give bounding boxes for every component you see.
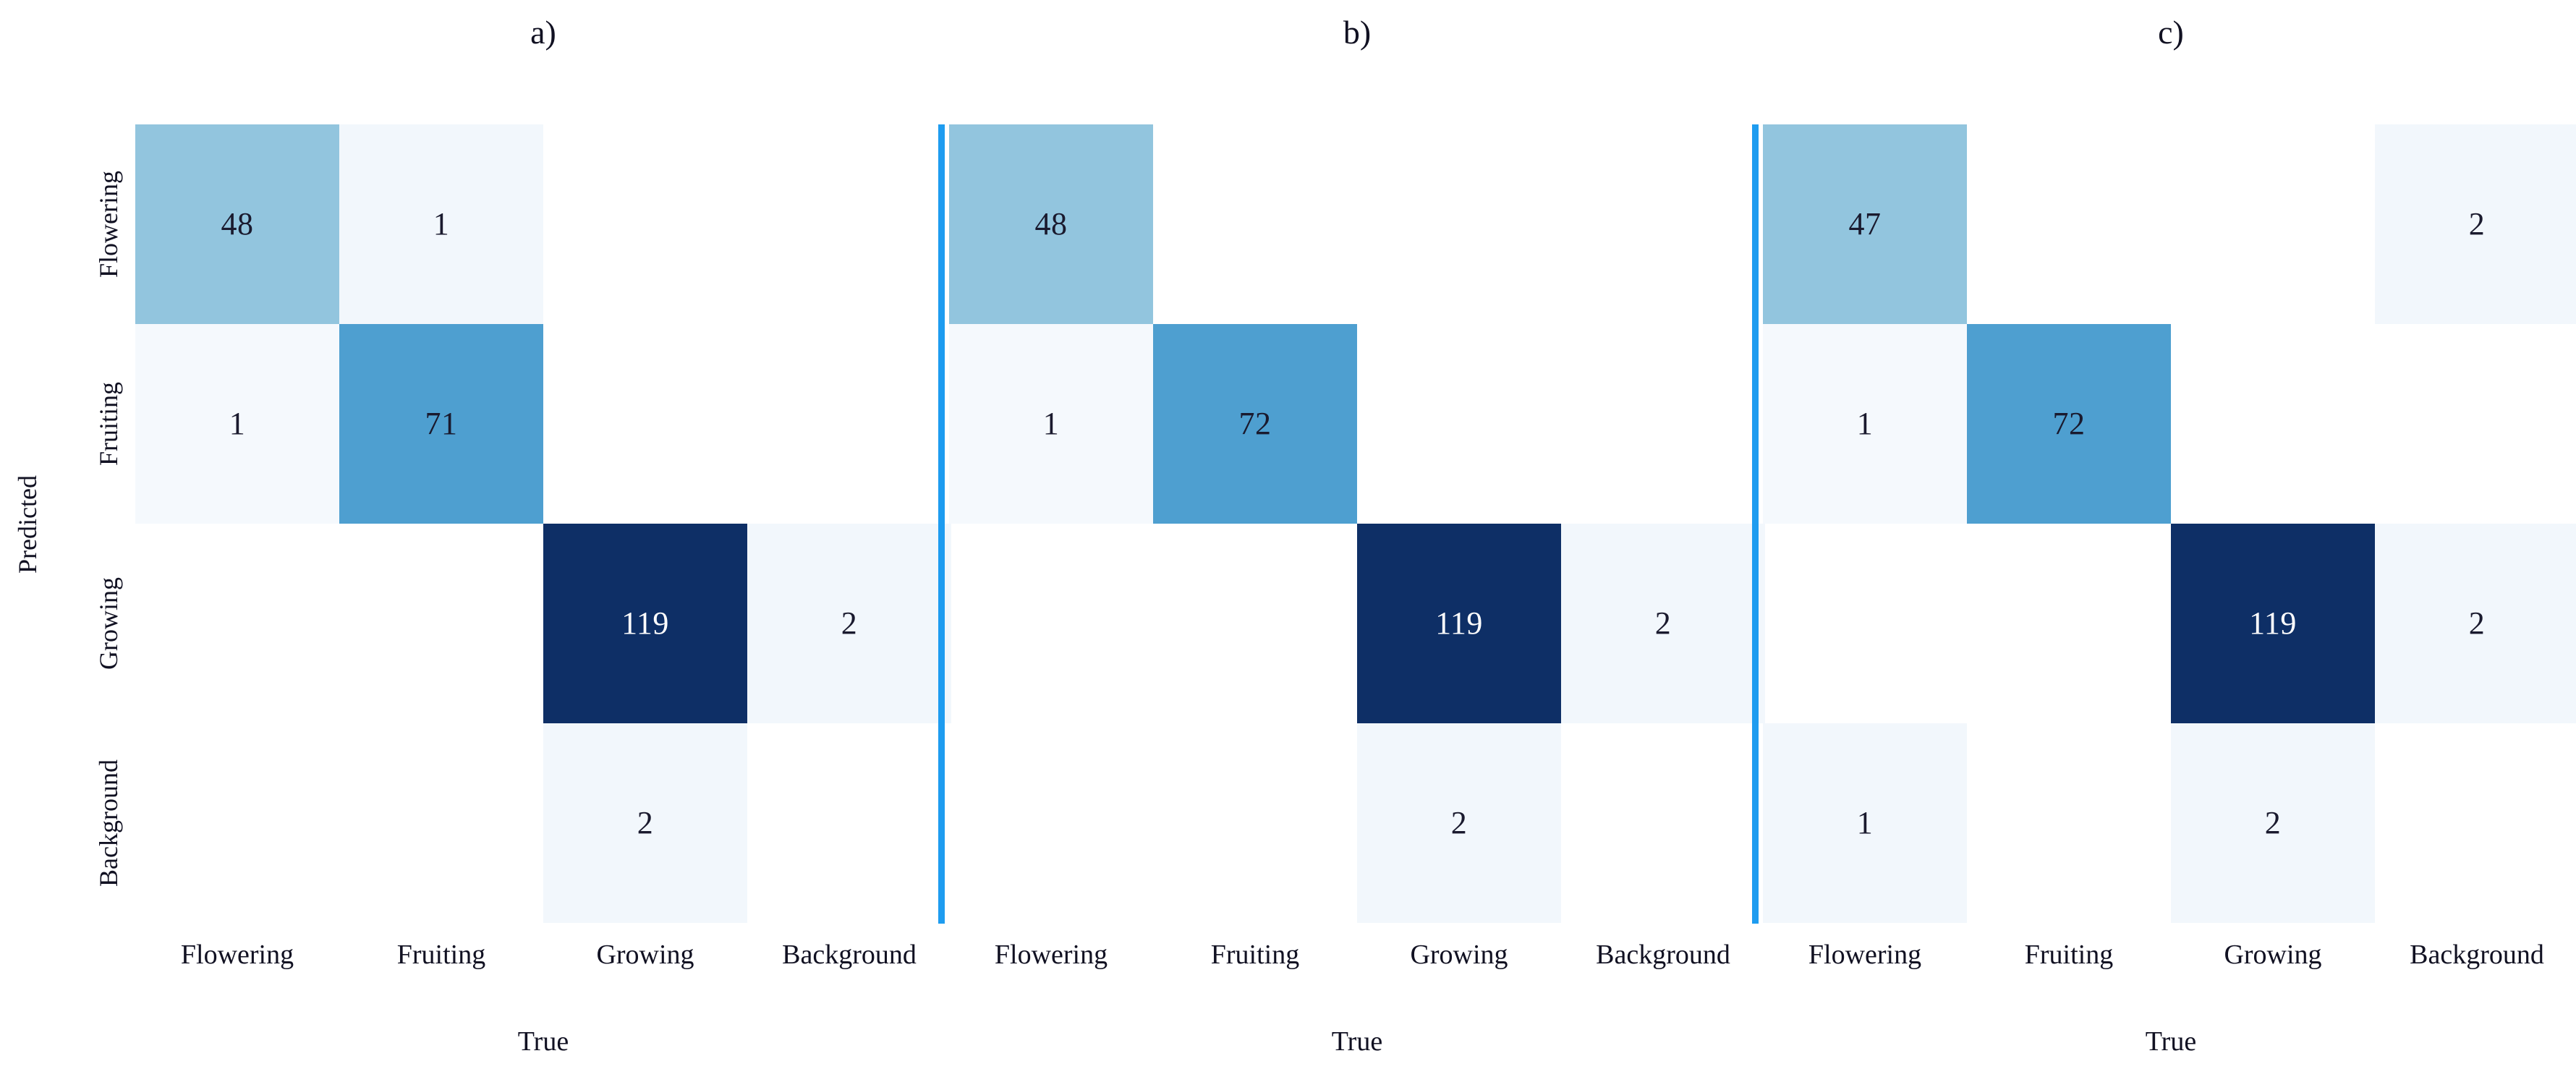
heatmap-cell-value: 2 [637,805,654,840]
heatmap-cell: 2 [543,723,747,923]
heatmap-cell-value: 71 [425,406,458,441]
x-axis-tick-b-background: Background [1596,940,1730,970]
panel-title-b: b) [1343,14,1372,51]
heatmap-cell-value: 1 [1856,805,1874,840]
x-axis-label-true-a: True [517,1026,569,1057]
heatmap-cell: 48 [135,124,339,324]
y-axis-label-predicted: Predicted [13,475,42,574]
x-axis-tick-a-background: Background [782,940,917,970]
panel-title-c: c) [2158,14,2184,51]
x-axis-tick-a-flowering: Flowering [180,940,294,970]
x-axis-tick-a-growing: Growing [596,940,694,970]
heatmap-cell: 1 [1763,324,1967,524]
heatmap-cell-value: 2 [1654,605,1672,641]
heatmap-cell: 48 [949,124,1153,324]
heatmap-cell: 2 [1357,723,1561,923]
heatmap-cell: 47 [1763,124,1967,324]
x-axis-tick-c-background: Background [2410,940,2544,970]
heatmap-cell: 1 [135,324,339,524]
heatmap-cell-value: 48 [221,206,254,242]
heatmap-cell-value: 2 [2468,206,2486,242]
x-axis-tick-c-growing: Growing [2224,940,2322,970]
heatmap-cell: 2 [2375,124,2576,324]
heatmap-cell-value: 2 [1450,805,1468,840]
heatmap-cell-value: 72 [1238,406,1272,441]
x-axis-tick-b-flowering: Flowering [994,940,1108,970]
x-axis-tick-a-fruiting: Fruiting [396,940,486,970]
heatmap-cell-value: 1 [1856,406,1874,441]
heatmap-cell: 71 [339,324,543,524]
heatmap-cell-value: 47 [1848,206,1882,242]
heatmap-cell: 2 [747,524,951,723]
heatmap-cell: 1 [1763,723,1967,923]
heatmap-cell: 1 [339,124,543,324]
y-axis-tick-flowering: Flowering [94,171,123,278]
panel-separator-1 [938,124,945,924]
x-axis-tick-b-fruiting: Fruiting [1210,940,1300,970]
heatmap-cell: 119 [1357,524,1561,723]
heatmap-cell: 2 [1561,524,1765,723]
heatmap-cell: 72 [1967,324,2171,524]
heatmap-cell-value: 72 [2052,406,2086,441]
heatmap-cell-value: 1 [229,406,246,441]
y-axis-tick-growing: Growing [94,577,123,670]
heatmap-cell: 119 [2171,524,2375,723]
x-axis-label-true-b: True [1331,1026,1383,1057]
heatmap-cell-value: 119 [2249,605,2297,641]
heatmap-cell: 72 [1153,324,1357,524]
heatmap-cell-value: 2 [2264,805,2282,840]
heatmap-cell-value: 1 [1042,406,1060,441]
heatmap-cell-value: 48 [1034,206,1068,242]
panel-separator-2 [1752,124,1759,924]
x-axis-tick-c-flowering: Flowering [1808,940,1922,970]
heatmap-cell: 119 [543,524,747,723]
x-axis-tick-b-growing: Growing [1410,940,1508,970]
heatmap-cell-value: 119 [1435,605,1483,641]
y-axis-tick-fruiting: Fruiting [94,381,123,467]
panel-title-a: a) [530,14,556,51]
x-axis-tick-c-fruiting: Fruiting [2024,940,2114,970]
heatmap-cell-value: 119 [621,605,669,641]
y-axis-tick-background: Background [94,759,123,887]
heatmap-cell-value: 2 [2468,605,2486,641]
heatmap-cell: 1 [949,324,1153,524]
heatmap-cell-value: 2 [841,605,858,641]
heatmap-cell-value: 1 [433,206,450,242]
heatmap-cell: 2 [2171,723,2375,923]
x-axis-label-true-c: True [2145,1026,2197,1057]
heatmap-cell: 2 [2375,524,2576,723]
